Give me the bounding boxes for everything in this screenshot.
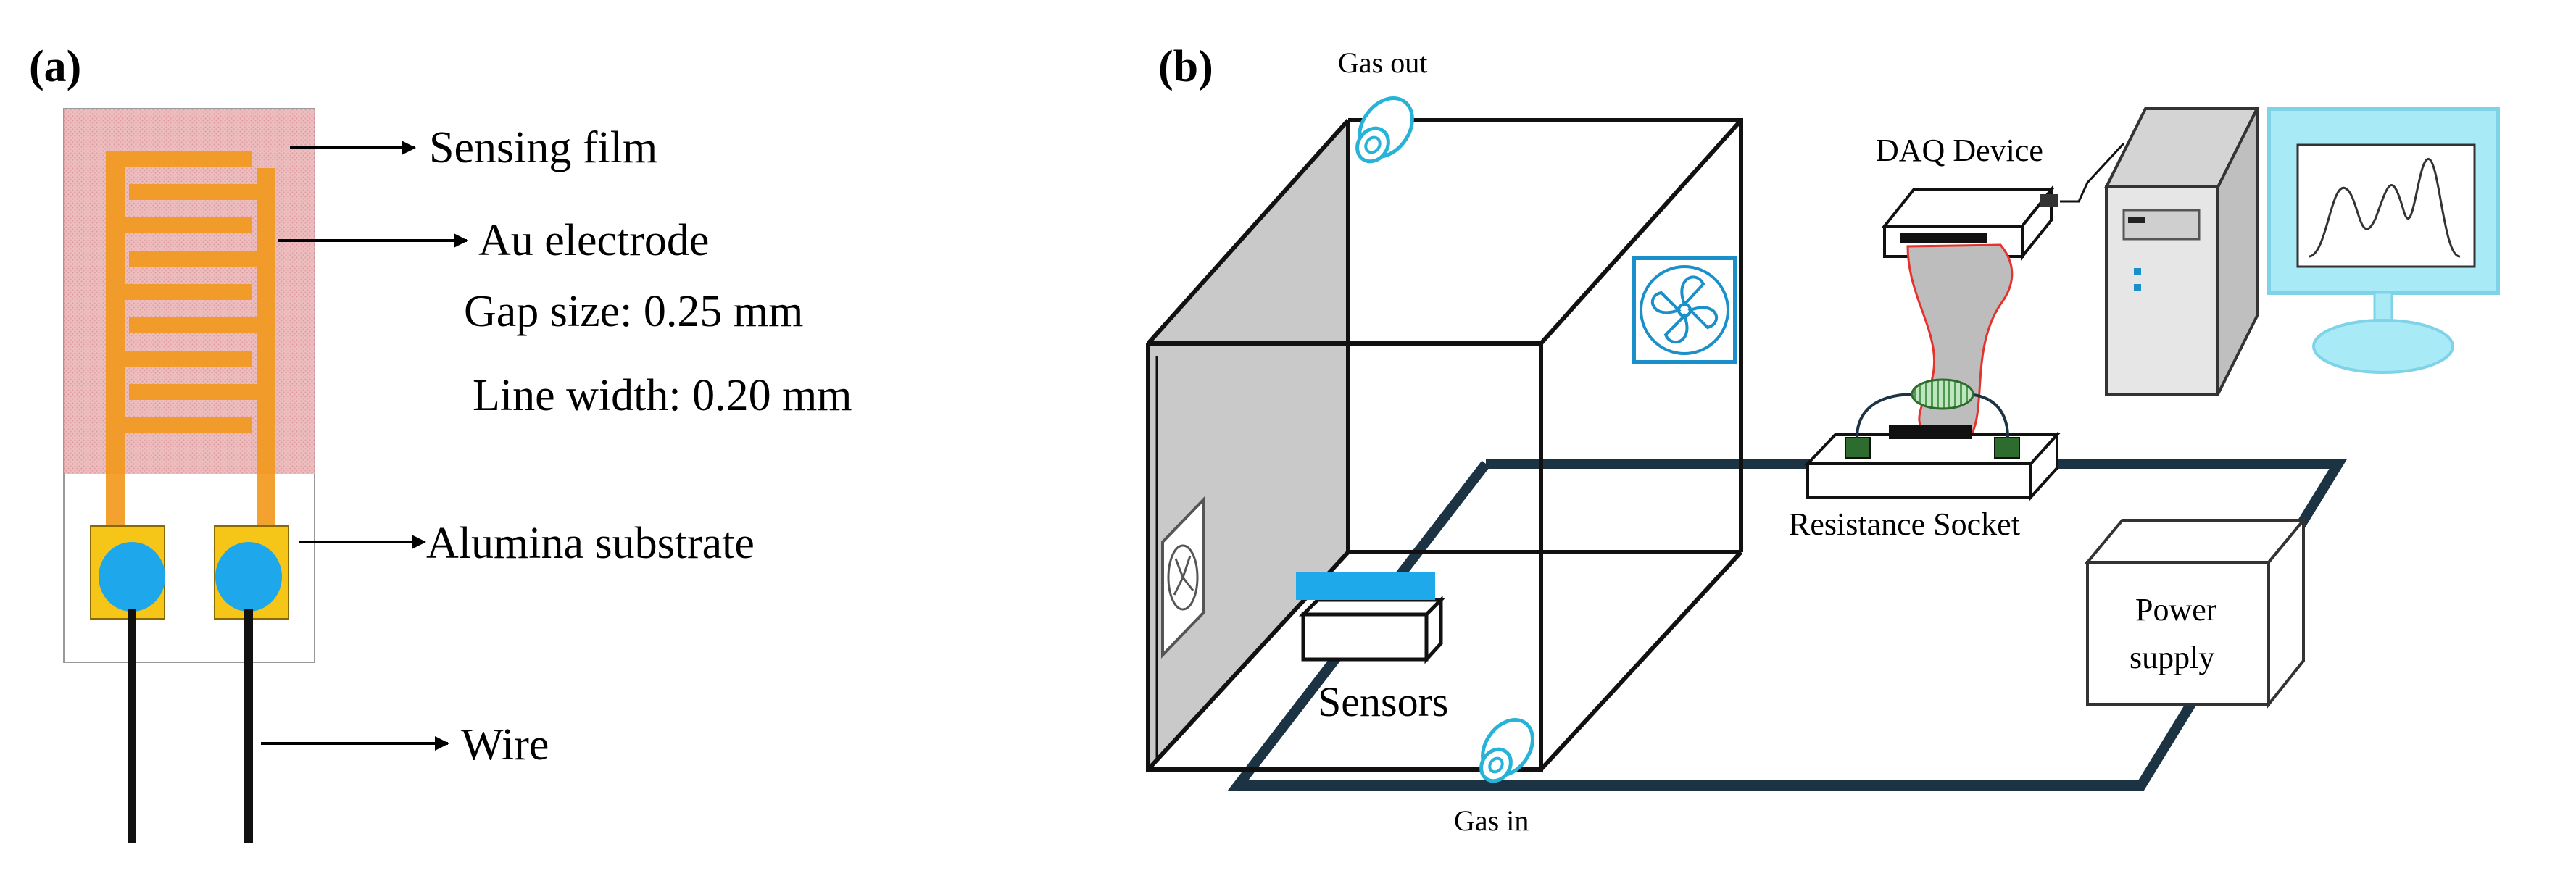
panel-b: (b) xyxy=(1146,42,2500,837)
computer-tower-icon xyxy=(2103,107,2260,396)
sensor-block xyxy=(1296,572,1446,664)
au-electrode xyxy=(106,151,275,529)
monitor-icon xyxy=(2267,107,2500,374)
label-sensing-film: Sensing film xyxy=(429,123,657,172)
contact-dot-left xyxy=(99,542,165,612)
label-daq-device: DAQ Device xyxy=(1876,133,2043,168)
callout-arrows xyxy=(261,141,468,751)
panel-b-tag: (b) xyxy=(1158,42,1213,91)
ventilation-fan-icon xyxy=(1632,256,1737,364)
side-fan-icon xyxy=(1161,496,1205,659)
test-chamber xyxy=(1146,118,1743,772)
label-gap-size: Gap size: 0.25 mm xyxy=(464,287,803,336)
daq-device-icon xyxy=(1881,185,2058,261)
label-au-electrode: Au electrode xyxy=(478,216,709,265)
label-power-supply-1: Power xyxy=(2135,592,2217,627)
panel-a-tag: (a) xyxy=(29,42,81,91)
label-wire: Wire xyxy=(461,720,549,769)
label-line-width: Line width: 0.20 mm xyxy=(473,371,852,420)
panel-a: (a) xyxy=(29,42,852,843)
sensor-bar xyxy=(1296,572,1435,600)
resistance-socket-icon xyxy=(1804,378,2061,501)
gas-out-port-icon xyxy=(1355,96,1414,164)
label-gas-in: Gas in xyxy=(1454,804,1529,837)
contact-dot-right xyxy=(215,542,282,612)
gas-in-port-icon xyxy=(1479,718,1534,783)
label-sensors: Sensors xyxy=(1318,678,1448,725)
signal-trace xyxy=(2309,158,2461,258)
label-resistance-socket: Resistance Socket xyxy=(1789,506,2020,542)
usb-cable xyxy=(2060,142,2125,203)
label-power-supply-2: supply xyxy=(2130,640,2214,675)
power-supply-icon xyxy=(2084,516,2307,709)
label-alumina-substrate: Alumina substrate xyxy=(426,519,755,568)
label-gas-out: Gas out xyxy=(1338,46,1427,79)
